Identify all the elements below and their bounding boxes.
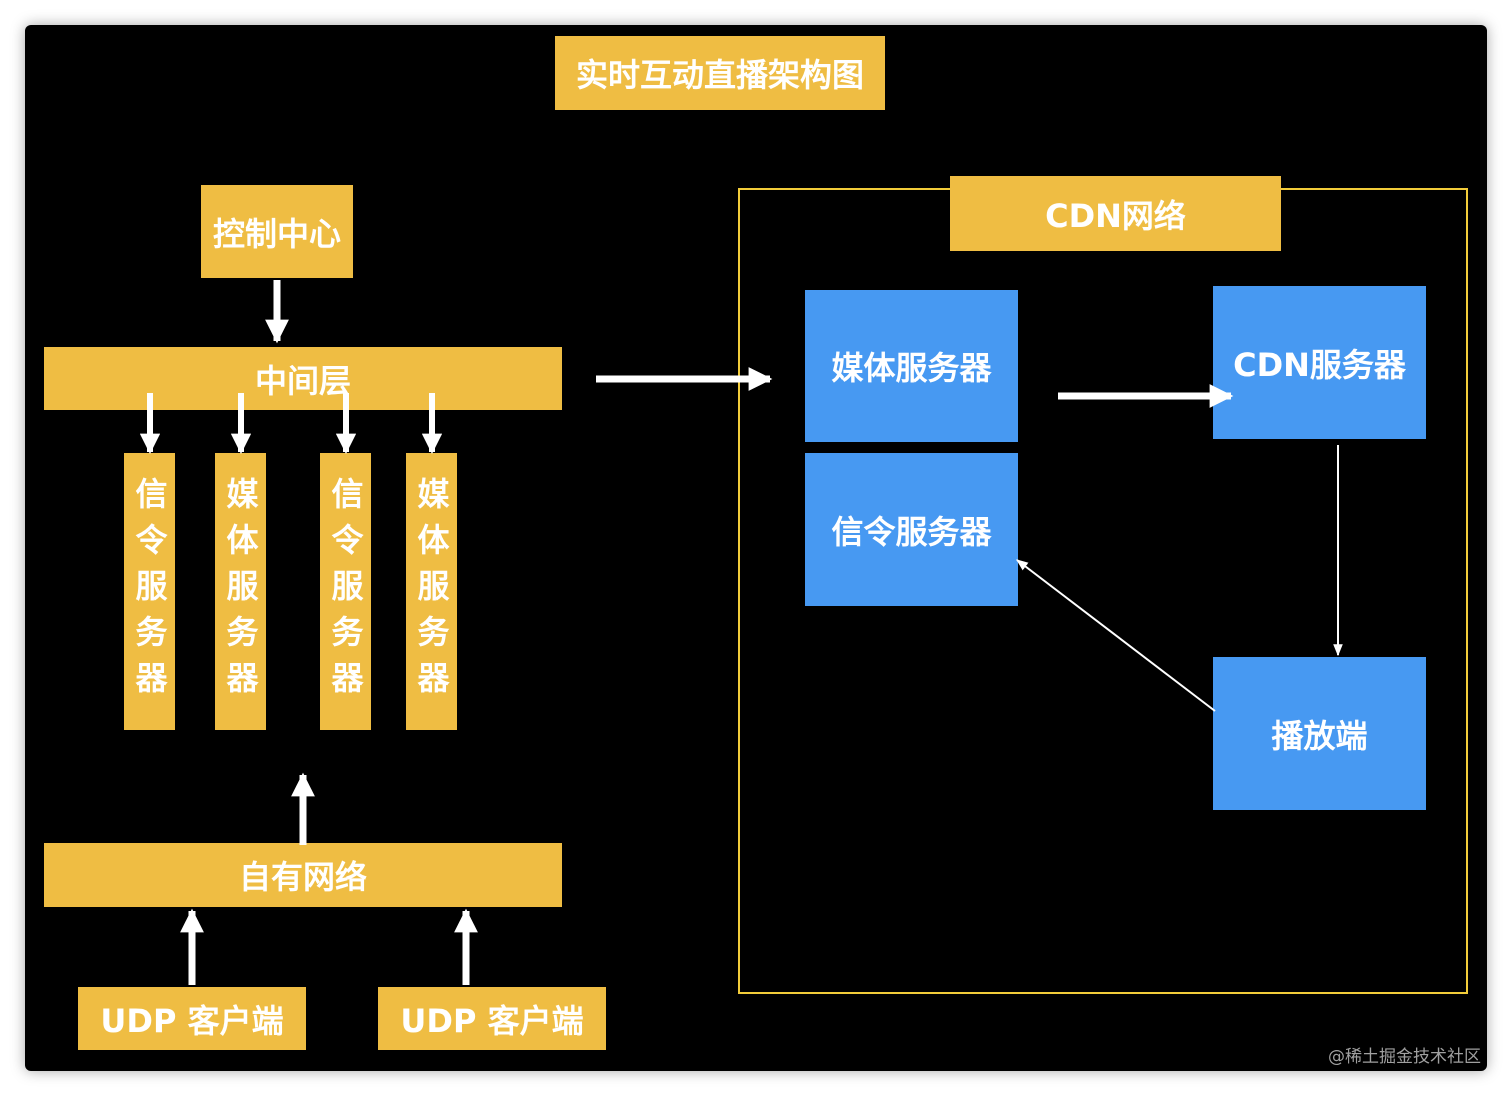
cdn-signal-server-node: 信令服务器 bbox=[805, 453, 1018, 606]
own-network-node: 自有网络 bbox=[44, 843, 562, 907]
arrow-player-to-signal bbox=[1016, 559, 1216, 712]
diagram-canvas: 实时互动直播架构图 控制中心 中间层 信令服务器 媒体服务器 信令服务器 媒体服… bbox=[25, 25, 1487, 1071]
signal-server-node: 信令服务器 bbox=[320, 453, 371, 730]
control-center-node: 控制中心 bbox=[201, 185, 353, 278]
middle-layer-node: 中间层 bbox=[44, 347, 562, 410]
cdn-server-node: CDN服务器 bbox=[1213, 286, 1426, 439]
cdn-network-label: CDN网络 bbox=[950, 176, 1281, 251]
media-server-node: 媒体服务器 bbox=[406, 453, 457, 730]
arrows-layer bbox=[139, 280, 1343, 985]
udp-client-node: UDP 客户端 bbox=[378, 987, 606, 1050]
watermark: @稀土掘金技术社区 bbox=[1328, 1047, 1481, 1067]
cdn-media-server-node: 媒体服务器 bbox=[805, 290, 1018, 442]
player-node: 播放端 bbox=[1213, 657, 1426, 810]
diagram-title: 实时互动直播架构图 bbox=[555, 36, 885, 110]
media-server-node: 媒体服务器 bbox=[215, 453, 266, 730]
signal-server-node: 信令服务器 bbox=[124, 453, 175, 730]
udp-client-node: UDP 客户端 bbox=[78, 987, 306, 1050]
